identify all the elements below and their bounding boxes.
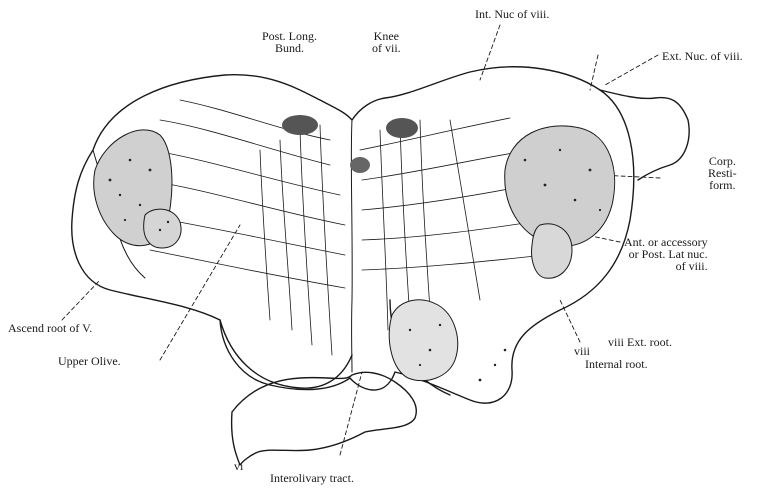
label-interolivary-tract: Interolivary tract. — [270, 472, 354, 484]
label-knee-line2: of vii. — [372, 42, 401, 54]
midline-raphe — [351, 120, 352, 372]
label-vi: vi — [234, 460, 243, 472]
knee-of-vii-dots — [386, 118, 418, 138]
label-post-long-bund: Post. Long. Bund. — [262, 30, 317, 54]
lower-olive-nucleus — [389, 300, 457, 381]
label-corp-restiform: Corp. Resti- form. — [708, 155, 737, 191]
label-upper-olive: Upper Olive. — [58, 355, 121, 367]
label-int-nuc-viii: Int. Nuc of viii. — [475, 8, 549, 20]
label-post-long-bund-line2: Bund. — [262, 42, 317, 54]
label-internal-root: Internal root. — [585, 358, 648, 370]
label-knee-of-vii: Knee of vii. — [372, 30, 401, 54]
label-ascend-root-v: Ascend root of V. — [8, 322, 92, 334]
pyramid-fragment — [232, 372, 417, 465]
label-viii-ext-root: viii Ext. root. — [608, 336, 672, 348]
label-viii: viii — [574, 345, 590, 357]
label-corp-line3: form. — [708, 179, 737, 191]
label-ant-line3: of viii. — [624, 260, 708, 272]
midline-dots — [350, 157, 370, 173]
label-ant-accessory: Ant. or accessory or Post. Lat nuc. of v… — [624, 236, 708, 272]
upper-olive-nucleus — [144, 209, 181, 248]
post-long-bund-dots — [282, 115, 318, 135]
label-ext-nuc-viii: Ext. Nuc. of viii. — [662, 50, 743, 62]
accessory-nucleus — [532, 224, 572, 278]
